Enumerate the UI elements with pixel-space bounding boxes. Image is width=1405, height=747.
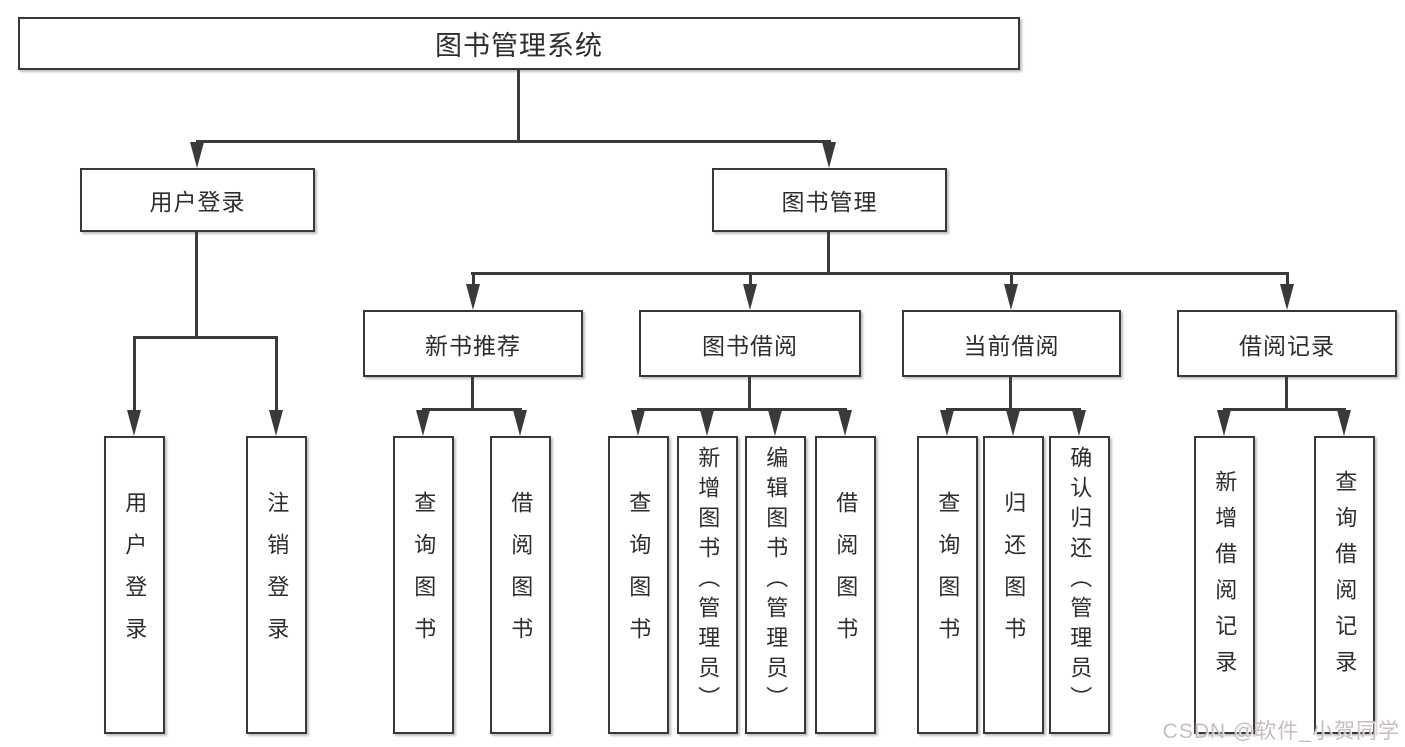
edge-book-borrow-arrowhead-icon xyxy=(743,284,757,310)
edge-current-borrow-stub xyxy=(1009,377,1012,408)
edge-user-login-action-line xyxy=(133,336,136,412)
node-rec-borrow-books-box: 借阅图书 xyxy=(490,436,551,734)
edge-borrow-records-stub xyxy=(1285,377,1288,408)
edge-borrow-records-line xyxy=(1286,272,1289,286)
node-new-book-rec-box: 新书推荐 xyxy=(363,310,583,377)
edge-new-book-rec-line xyxy=(472,272,475,286)
node-cb-query-books-label: 查询图书 xyxy=(935,491,961,659)
node-user-login-box: 用户登录 xyxy=(80,168,315,232)
edge-new-book-rec-stub xyxy=(471,377,474,408)
node-bb-edit-books-box: 编辑图书（管理员） xyxy=(745,436,806,734)
node-borrow-records-box: 借阅记录 xyxy=(1177,310,1397,377)
edge-new-book-rec-bar xyxy=(422,408,522,411)
node-rec-query-books-label: 查询图书 xyxy=(411,491,437,659)
node-bb-borrow-books-box: 借阅图书 xyxy=(815,436,876,734)
edge-current-borrow-line xyxy=(1010,272,1013,286)
edge-new-book-rec-arrowhead-icon xyxy=(466,284,480,310)
node-br-query-record-label: 查询借阅记录 xyxy=(1332,470,1358,686)
node-cb-confirm-return-label: 确认归还（管理员） xyxy=(1067,446,1093,716)
node-user-login-label: 用户登录 xyxy=(149,189,246,215)
edge-borrow-records-arrowhead-icon xyxy=(1280,284,1294,310)
node-current-borrow-label: 当前借阅 xyxy=(963,332,1060,359)
node-bb-borrow-books-label: 借阅图书 xyxy=(833,491,859,659)
node-book-mgmt-label: 图书管理 xyxy=(781,189,878,215)
node-br-add-record-label: 新增借阅记录 xyxy=(1212,470,1238,686)
edge-root-user-login-arrowhead-icon xyxy=(190,142,204,168)
node-bb-query-books-label: 查询图书 xyxy=(626,491,652,659)
edge-root-book-mgmt-arrowhead-icon xyxy=(822,142,836,168)
node-root-label: 图书管理系统 xyxy=(435,31,603,61)
node-bb-query-books-box: 查询图书 xyxy=(608,436,669,734)
edge-cb-return-arrowhead-icon xyxy=(1006,410,1020,436)
node-book-borrow-label: 图书借阅 xyxy=(702,332,798,359)
node-current-borrow-box: 当前借阅 xyxy=(902,310,1121,377)
node-user-login-action-box: 用户登录 xyxy=(104,436,165,734)
edge-root-stub xyxy=(517,70,520,140)
edge-book-mgmt-bar xyxy=(471,272,1288,275)
edge-rec-borrow-arrowhead-icon xyxy=(513,410,527,436)
edge-br-query-arrowhead-icon xyxy=(1337,410,1351,436)
edge-book-borrow-bar xyxy=(637,408,847,411)
edge-cb-confirm-arrowhead-icon xyxy=(1072,410,1086,436)
node-bb-edit-books-label: 编辑图书（管理员） xyxy=(763,446,789,716)
node-cb-confirm-return-box: 确认归还（管理员） xyxy=(1049,436,1110,734)
edge-book-borrow-line xyxy=(749,272,752,286)
node-root-box: 图书管理系统 xyxy=(18,17,1020,70)
node-bb-add-books-box: 新增图书（管理员） xyxy=(677,436,738,734)
edge-user-login-action-arrowhead-icon xyxy=(127,410,141,436)
edge-bb-add-arrowhead-icon xyxy=(700,410,714,436)
edge-book-borrow-stub xyxy=(748,377,751,408)
edge-bb-borrow-arrowhead-icon xyxy=(838,410,852,436)
node-new-book-rec-label: 新书推荐 xyxy=(425,332,521,359)
node-logout-action-box: 注销登录 xyxy=(246,436,307,734)
node-borrow-records-label: 借阅记录 xyxy=(1239,332,1335,359)
node-user-login-action-label: 用户登录 xyxy=(122,491,148,659)
node-rec-query-books-box: 查询图书 xyxy=(393,436,454,734)
edge-bb-query-arrowhead-icon xyxy=(631,410,645,436)
node-book-mgmt-box: 图书管理 xyxy=(712,168,947,232)
edge-cb-query-arrowhead-icon xyxy=(940,410,954,436)
edge-logout-action-line xyxy=(275,336,278,412)
edge-rec-query-arrowhead-icon xyxy=(416,410,430,436)
node-book-borrow-box: 图书借阅 xyxy=(639,310,861,377)
node-logout-action-label: 注销登录 xyxy=(264,491,290,659)
edge-user-login-stub xyxy=(195,232,198,336)
edge-root-bar xyxy=(196,140,831,143)
node-bb-add-books-label: 新增图书（管理员） xyxy=(695,446,721,716)
node-cb-query-books-box: 查询图书 xyxy=(917,436,978,734)
edge-bb-edit-arrowhead-icon xyxy=(768,410,782,436)
edge-current-borrow-arrowhead-icon xyxy=(1004,284,1018,310)
node-br-query-record-box: 查询借阅记录 xyxy=(1314,436,1375,734)
edge-book-mgmt-stub xyxy=(827,232,830,272)
edge-borrow-records-bar xyxy=(1223,408,1345,411)
edge-br-add-arrowhead-icon xyxy=(1217,410,1231,436)
node-br-add-record-box: 新增借阅记录 xyxy=(1194,436,1255,734)
node-cb-return-books-label: 归还图书 xyxy=(1001,491,1027,659)
edge-logout-action-arrowhead-icon xyxy=(269,410,283,436)
csdn-watermark: CSDN @软件_小贺同学 xyxy=(1162,720,1400,743)
node-cb-return-books-box: 归还图书 xyxy=(983,436,1044,734)
edge-user-login-bar xyxy=(133,336,278,339)
node-rec-borrow-books-label: 借阅图书 xyxy=(508,491,534,659)
